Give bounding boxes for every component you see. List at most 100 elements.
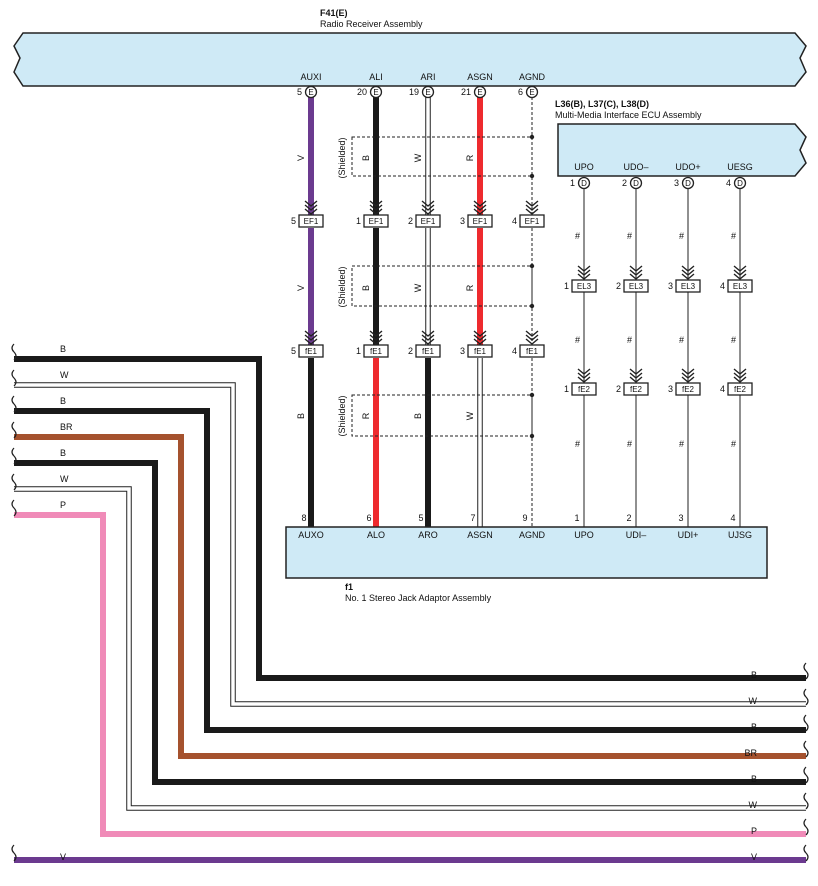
junction-pin-number: 2 <box>408 346 413 356</box>
mmi-ecu-name: Multi-Media Interface ECU Assembly <box>555 110 702 120</box>
bus-label-right: B <box>751 670 757 680</box>
junction-pin-number: 3 <box>460 216 465 226</box>
junction-connector <box>415 214 441 228</box>
wire-mark: # <box>575 439 580 449</box>
junction-label: fE1 <box>305 347 318 356</box>
junction-arrow <box>733 269 747 276</box>
junction-label: EF1 <box>473 217 488 226</box>
bus-label-left: V <box>60 852 66 862</box>
junction-arrow <box>525 204 539 211</box>
wire-color-label: R <box>361 412 371 419</box>
shield-box <box>351 394 533 437</box>
pin-terminal-letter: E <box>373 88 378 97</box>
junction-arrow <box>577 368 591 375</box>
junction-arrow <box>681 368 695 375</box>
jack-pin-number: 6 <box>366 513 371 523</box>
wire-break-mark <box>803 714 809 732</box>
wire-break-mark <box>803 792 809 810</box>
junction-connector <box>415 344 441 358</box>
radio-pins: AUXI ALI ARI ASGN AGND 5 20 19 21 6 <box>297 72 546 97</box>
radio-pin-number: 5 <box>297 87 302 97</box>
wire-break-mark <box>11 421 17 439</box>
junction-arrow <box>473 204 487 211</box>
radio-receiver-name: Radio Receiver Assembly <box>320 19 423 29</box>
junction-arrow <box>681 269 695 276</box>
bus-label-left: P <box>60 500 66 510</box>
bus-label-right: BR <box>744 748 757 758</box>
junction-connector <box>298 214 324 228</box>
junction-connector <box>363 214 389 228</box>
jack-pin-number: 5 <box>418 513 423 523</box>
pin-terminal-letter: D <box>633 179 639 188</box>
junction-pin-number: 1 <box>564 281 569 291</box>
radio-pin-name: AUXI <box>300 72 321 82</box>
junction-arrow <box>629 265 643 272</box>
bus-wire <box>14 487 806 810</box>
pin-terminal-letter: E <box>425 88 430 97</box>
junction-label: fE1 <box>422 347 435 356</box>
splice-dot <box>529 303 535 309</box>
junction-arrow <box>304 204 318 211</box>
bus-label-right: B <box>751 774 757 784</box>
junction-connector <box>727 279 753 293</box>
junction-arrow <box>629 269 643 276</box>
wire-break-mark <box>803 688 809 706</box>
junction-label: EF1 <box>369 217 384 226</box>
junction-label: EF1 <box>421 217 436 226</box>
junction-pin-number: 1 <box>356 346 361 356</box>
wire-break-mark <box>803 740 809 758</box>
jack-pin-number: 3 <box>678 513 683 523</box>
junction-arrow <box>304 330 318 337</box>
junction-pin-number: 1 <box>564 384 569 394</box>
junction-arrow <box>473 200 487 207</box>
junction-label: EL3 <box>733 282 748 291</box>
radio-pin-number: 20 <box>357 87 367 97</box>
junction-arrow <box>369 330 383 337</box>
junction-arrow <box>733 376 747 383</box>
junction-arrow <box>577 269 591 276</box>
wire-break-mark <box>11 473 17 491</box>
bus-label-left: W <box>60 474 69 484</box>
junction-label: fE2 <box>734 385 747 394</box>
junction-connector <box>727 382 753 396</box>
mmi-pin-name: UESG <box>727 162 753 172</box>
junction-label: fE1 <box>370 347 383 356</box>
junction-arrow <box>421 334 435 341</box>
mmi-pin-name: UDO+ <box>675 162 700 172</box>
junction-label: fE1 <box>474 347 487 356</box>
bus-wire <box>14 383 806 706</box>
junction-label: EL3 <box>629 282 644 291</box>
junction-arrow <box>369 204 383 211</box>
splice-dot <box>529 263 535 269</box>
junction-arrow <box>629 368 643 375</box>
jack-pin-number: 9 <box>522 513 527 523</box>
jack-pin-name: AUXO <box>298 530 324 540</box>
wire-color-label: R <box>465 284 475 291</box>
shielded-label: (Shielded) <box>337 137 347 178</box>
junction-pin-number: 4 <box>512 346 517 356</box>
wire-break-mark <box>11 343 17 361</box>
wire-break-mark <box>11 844 17 862</box>
junction-label: fE2 <box>578 385 591 394</box>
junction-connector <box>467 214 493 228</box>
junction-arrow <box>525 338 539 345</box>
wire-color-label: B <box>413 413 423 419</box>
junction-pin-number: 5 <box>291 216 296 226</box>
junction-connector <box>623 382 649 396</box>
bus-wire <box>14 408 806 733</box>
jack-pin-number: 4 <box>730 513 735 523</box>
radio-receiver-connector <box>13 32 807 87</box>
junction-pin-number: 3 <box>668 384 673 394</box>
junction-arrow <box>473 208 487 215</box>
splice-dot <box>529 392 535 398</box>
stereo-jack-adaptor-connector <box>285 526 768 579</box>
junction-arrow <box>421 200 435 207</box>
junction-pin-number: 3 <box>668 281 673 291</box>
junction-arrow <box>369 334 383 341</box>
radio-pin-number: 21 <box>461 87 471 97</box>
jack-pin-name: UPO <box>574 530 594 540</box>
wire-color-label: R <box>465 154 475 161</box>
junction-arrow <box>525 334 539 341</box>
radio-pin-number: 6 <box>518 87 523 97</box>
